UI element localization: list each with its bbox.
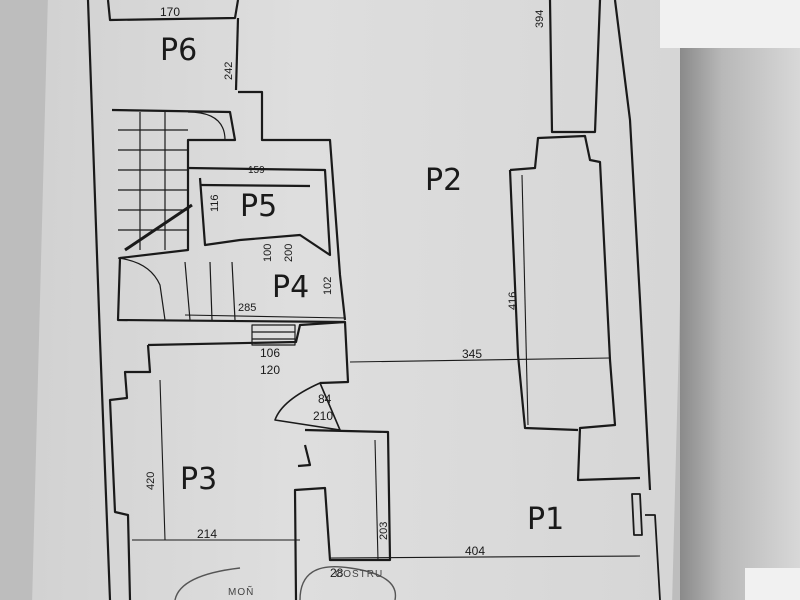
dim-line-404	[329, 555, 641, 559]
dimension-84: 84	[318, 392, 332, 406]
room-label-p2: P2	[425, 163, 463, 198]
column-large	[509, 134, 641, 482]
dimension-420: 420	[145, 471, 157, 490]
wall-p5-inner	[199, 183, 311, 188]
outer-wall-left	[86, 0, 112, 600]
dimension-404: 404	[465, 544, 486, 558]
room-label-p1: P1	[527, 502, 565, 537]
dimension-242: 242	[223, 61, 235, 80]
wall-p2-right-stepped	[548, 0, 602, 134]
dimension-120: 120	[260, 363, 281, 377]
dimension-159: 159	[248, 165, 265, 176]
dimension-102: 102	[322, 276, 334, 295]
dimension-285: 285	[238, 302, 257, 314]
wall-p5	[187, 166, 332, 257]
dimension-394: 394	[534, 9, 546, 28]
stairs-outline	[111, 108, 346, 324]
dimension-210: 210	[313, 409, 334, 423]
dim-line-420	[159, 379, 166, 541]
stamp-text-top: COSTRU	[335, 569, 384, 580]
dimension-345: 345	[462, 347, 483, 361]
right-frame	[631, 493, 643, 536]
dimension-106: 106	[260, 346, 281, 360]
dim-line-345	[349, 357, 611, 363]
door-swing	[274, 382, 341, 431]
wall-p6-right	[234, 17, 240, 91]
right-frame-2	[645, 514, 661, 600]
room-label-p3: P3	[180, 462, 218, 497]
dimension-203: 203	[378, 521, 390, 540]
dimension-416: 416	[507, 291, 519, 310]
background-patch	[745, 568, 800, 600]
dim-line-170	[109, 17, 236, 21]
wall-core	[238, 90, 347, 321]
dim-line-285	[184, 314, 346, 319]
room-label-p6: P6	[160, 33, 198, 68]
dim-line-203	[374, 439, 379, 561]
dimension-28: 28	[330, 566, 344, 580]
room-label-p4: P4	[272, 270, 310, 305]
dimension-116: 116	[209, 194, 221, 212]
wall-p3	[147, 320, 350, 385]
background-patch	[660, 0, 800, 48]
paper-shadow-edge	[680, 0, 800, 600]
stamp-outline	[299, 566, 397, 600]
wall-p3-left-stepped	[108, 344, 152, 600]
wall-p1-inner	[297, 444, 312, 468]
dimension-100: 100	[262, 243, 274, 262]
stamp-text-bottom: MOÑ	[228, 587, 255, 598]
outer-wall-right	[613, 0, 652, 491]
column-inner	[508, 169, 579, 432]
stairs-diagonal	[124, 203, 193, 252]
dimension-200: 200	[283, 243, 295, 262]
wall-p1	[293, 428, 392, 600]
dimension-170: 170	[160, 5, 181, 19]
dim-line-416	[521, 174, 529, 426]
room-label-p5: P5	[240, 189, 278, 224]
dimension-214: 214	[197, 527, 218, 541]
